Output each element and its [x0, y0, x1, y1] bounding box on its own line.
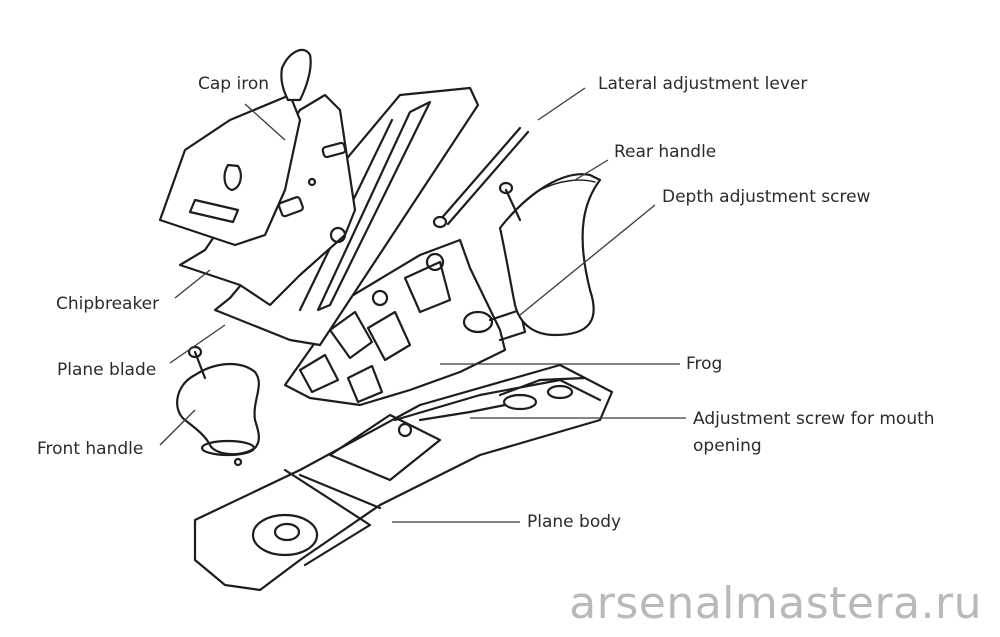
- leader-front-handle: [159, 409, 196, 446]
- leader-cap-iron: [244, 103, 286, 141]
- label-chipbreaker: Chipbreaker: [56, 294, 160, 314]
- leader-lines: [159, 87, 686, 523]
- label-plane-body: Plane body: [527, 512, 622, 532]
- leader-lateral-lever: [537, 87, 586, 121]
- label-rear-handle: Rear handle: [614, 142, 717, 162]
- watermark-text: arsenalmastera.ru: [569, 578, 982, 629]
- leader-rear-handle: [574, 159, 609, 181]
- plane-body-drawing: [193, 363, 614, 592]
- label-cap-iron: Cap iron: [198, 74, 269, 94]
- leader-chipbreaker: [174, 269, 211, 299]
- label-depth-screw: Depth adjustment screw: [662, 187, 871, 207]
- label-plane-blade: Plane blade: [57, 360, 157, 380]
- rear-handle-drawing: [498, 173, 602, 337]
- leader-plane-blade: [169, 324, 226, 364]
- label-lateral-lever: Lateral adjustment lever: [598, 74, 808, 94]
- label-mouth-screw-line2: opening: [693, 436, 762, 456]
- label-front-handle: Front handle: [37, 439, 144, 459]
- lateral-lever-drawing: [432, 126, 530, 229]
- cap-iron-drawing: [158, 48, 312, 247]
- label-mouth-screw-line1: Adjustment screw for mouth: [693, 409, 935, 429]
- front-handle-drawing: [176, 345, 260, 467]
- leader-depth-screw: [519, 204, 656, 316]
- label-frog: Frog: [686, 354, 723, 374]
